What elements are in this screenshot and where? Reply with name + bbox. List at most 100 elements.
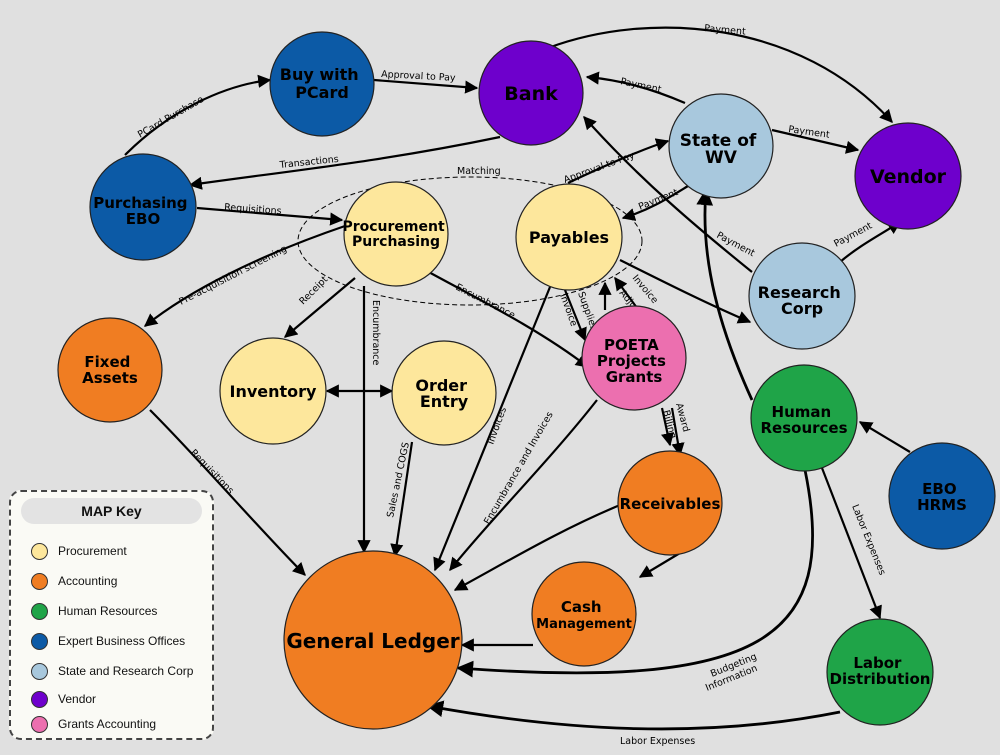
node-label-line: EBO: [922, 480, 956, 498]
node-label-line: EBO: [126, 210, 160, 228]
node-research-corp[interactable]: Research Corp: [748, 242, 856, 350]
node-label: Buy with PCard: [280, 65, 364, 102]
label-encumbrance-1: Encumbrance: [370, 300, 381, 366]
node-human-resources[interactable]: Human Resources: [750, 364, 858, 472]
node-label: Payables: [529, 228, 609, 247]
node-circle: [854, 122, 962, 230]
node-purchasing-ebo[interactable]: Purchasing EBO: [89, 153, 197, 261]
node-circle: [826, 618, 934, 726]
label-encumbrance-2: Encumbrance: [454, 282, 517, 322]
key-label: Procurement: [58, 544, 127, 558]
node-general-ledger[interactable]: General Ledger: [283, 550, 463, 730]
node-circle: [283, 550, 463, 730]
node-label: Order Entry: [415, 376, 472, 411]
node-label-line: Buy with: [280, 65, 359, 84]
edge-poeta-gl: [449, 399, 598, 572]
node-circle: [617, 450, 723, 556]
node-payables[interactable]: Payables: [515, 183, 623, 291]
node-label: General Ledger: [286, 629, 459, 653]
node-circle: [57, 317, 163, 423]
node-label: Vendor: [870, 166, 947, 188]
node-label: Inventory: [230, 382, 318, 401]
key-swatch: [31, 602, 48, 620]
key-swatch: [31, 715, 48, 733]
node-circle: [219, 337, 327, 445]
node-label: Research Corp: [758, 283, 847, 318]
node-label-line: Management: [536, 617, 632, 632]
key-label: Vendor: [58, 692, 97, 706]
edge-state-bank: [585, 71, 686, 105]
edge-order-gl: [390, 441, 414, 558]
edge-receivables-cash: [638, 552, 681, 578]
edge-bank-vendor: [547, 26, 893, 123]
edge-approval-to-pay-1: [373, 78, 479, 94]
label-labor-expenses-2: Labor Expenses: [620, 736, 695, 747]
node-labor-distribution[interactable]: Labor Distribution: [826, 618, 934, 726]
label-payment-bank-vendor: Payment: [704, 23, 747, 38]
node-label-line: Entry: [420, 392, 469, 411]
label-payment-rc-state: Payment: [715, 230, 757, 259]
label-requisitions-1: Requisitions: [224, 202, 282, 217]
key-label: Grants Accounting: [58, 717, 157, 731]
node-label: Purchasing EBO: [93, 194, 192, 228]
key-swatch: [31, 572, 48, 590]
node-label-line: Resources: [760, 419, 847, 437]
node-label-line: Purchasing: [93, 194, 187, 212]
key-item-procurement: Procurement: [31, 541, 127, 561]
node-cash-management[interactable]: Cash Management: [531, 561, 637, 667]
key-swatch: [31, 690, 48, 708]
label-approval-to-pay-1: Approval to Pay: [381, 69, 456, 84]
node-circle: [478, 40, 584, 146]
node-circle: [531, 561, 637, 667]
node-vendor[interactable]: Vendor: [854, 122, 962, 230]
node-label-line: Assets: [82, 369, 138, 387]
edge-pcard-purchase: [124, 74, 272, 156]
key-swatch: [31, 542, 48, 560]
node-procurement[interactable]: Procurement Purchasing: [342, 181, 449, 287]
node-receivables[interactable]: Receivables: [617, 450, 723, 556]
node-fixed-assets[interactable]: Fixed Assets: [57, 317, 163, 423]
map-key: MAP Key Procurement Accounting Human Res…: [9, 490, 214, 740]
node-buy-pcard[interactable]: Buy with PCard: [269, 31, 375, 137]
node-poeta[interactable]: POETA Projects Grants: [581, 305, 687, 411]
node-label-line: Receivables: [620, 495, 721, 513]
edge-payables-state: [567, 138, 670, 184]
key-item-human-resources: Human Resources: [31, 601, 157, 621]
node-label: POETA Projects Grants: [597, 336, 671, 386]
node-state-wv[interactable]: State of WV: [668, 93, 774, 199]
node-bank[interactable]: Bank: [478, 40, 584, 146]
label-pcard-purchase: PCard Purchase: [136, 94, 206, 141]
edge-requisitions-1: [196, 206, 344, 226]
node-label: Receivables: [620, 495, 721, 513]
key-item-accounting: Accounting: [31, 571, 117, 591]
node-circle: [89, 153, 197, 261]
edge-payables-gl: [433, 286, 552, 572]
nodes: Buy with PCard Bank Vendor Purchasing EB…: [57, 31, 996, 730]
node-label-line: Projects: [597, 352, 666, 370]
key-label: State and Research Corp: [58, 664, 194, 678]
node-label-line: General Ledger: [286, 629, 459, 653]
key-swatch: [31, 632, 48, 650]
node-label: Fixed Assets: [82, 353, 138, 387]
edge-proc-poeta: [424, 269, 590, 368]
node-label-line: POETA: [604, 336, 659, 354]
node-circle: [748, 242, 856, 350]
node-order-entry[interactable]: Order Entry: [391, 340, 497, 446]
node-label-line: PCard: [295, 83, 349, 102]
node-label-line: Corp: [781, 299, 823, 318]
key-item-state: State and Research Corp: [31, 661, 193, 681]
node-ebo-hrms[interactable]: EBO HRMS: [888, 442, 996, 550]
node-label-line: Human: [772, 403, 832, 421]
node-inventory[interactable]: Inventory: [219, 337, 327, 445]
node-label-line: Order: [415, 376, 467, 395]
key-label: Expert Business Offices: [58, 634, 186, 648]
label-payment-state-bank: Payment: [619, 76, 662, 95]
label-pre-acq: Pre-acquisition screening: [177, 244, 288, 308]
edge-payables-rc: [619, 259, 752, 324]
edge-poeta-receivables: [670, 407, 685, 457]
edge-fixed-gl: [149, 409, 306, 576]
node-label-line: Vendor: [870, 166, 947, 188]
label-approval-to-pay-2: Approval to Pay: [562, 150, 636, 186]
node-label: Procurement Purchasing: [342, 219, 449, 250]
label-payment-state-payables: Payment: [637, 187, 680, 213]
